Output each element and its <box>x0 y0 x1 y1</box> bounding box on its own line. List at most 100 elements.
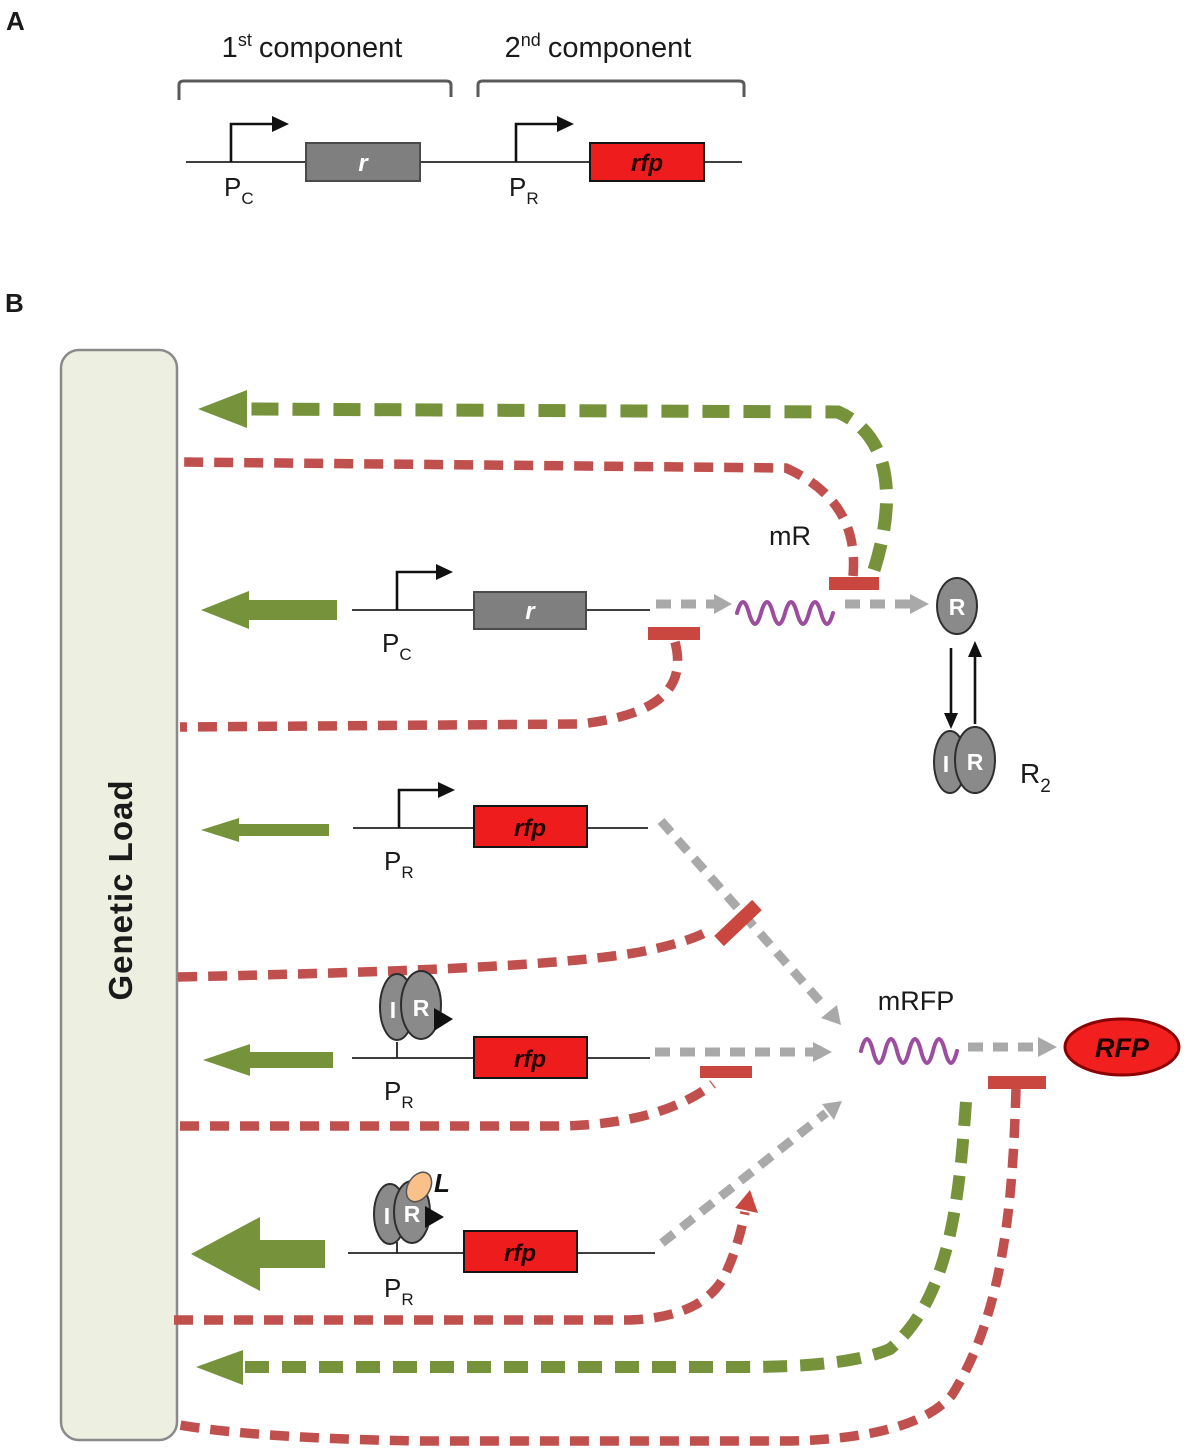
protein-r-ellipse <box>936 577 978 635</box>
burden-arrow-mr-green <box>198 390 894 572</box>
gene-r-label: r <box>358 150 369 177</box>
inhibition-bar-icon <box>700 1066 752 1078</box>
gene-rfp-label: rfp <box>514 815 546 842</box>
component-2-bracket <box>476 79 746 97</box>
dimer-left-letter: I <box>384 1203 390 1229</box>
ligand-l-ellipse <box>405 1171 433 1203</box>
promoter-pr-label: PR <box>384 846 414 882</box>
dashed-gray-line <box>659 1109 829 1247</box>
dashed-red-line <box>177 925 713 982</box>
mrfp-label: mRFP <box>878 986 955 1016</box>
promoter-arrowhead-icon <box>272 116 289 132</box>
mrna-mrfp-squiggle-icon <box>859 1037 959 1065</box>
inhibition-bar-icon <box>714 899 762 947</box>
gene-rfp-box <box>473 805 588 848</box>
mr-label: mR <box>769 521 811 551</box>
inhibition-load-to-translation-rfp <box>173 1076 1046 1446</box>
dimer-right-letter: R <box>967 749 984 775</box>
cassette-1: PC r <box>201 564 650 664</box>
dashed-green-line <box>245 402 894 572</box>
inhibition-bar-icon <box>829 577 879 590</box>
dashed-red-line <box>173 1088 1021 1446</box>
dimer-left-letter: I <box>943 751 949 777</box>
dashed-gray-line <box>657 818 828 1009</box>
promoter-pr-label: PR <box>509 172 539 208</box>
gene-rfp-label: rfp <box>631 150 663 177</box>
rfp-letter: RFP <box>1095 1033 1150 1063</box>
up-arrowhead-icon <box>968 641 982 657</box>
panel-a-label: A <box>6 6 25 36</box>
dimerization-arrows <box>944 641 982 729</box>
cassette-4: I R L PR rfp <box>191 1168 655 1309</box>
dimer-right-ellipse <box>400 970 442 1040</box>
gray-arrowhead-icon <box>822 1101 842 1120</box>
translation-arrow-rfp <box>968 1037 1057 1057</box>
inhibition-bar-icon <box>988 1076 1046 1089</box>
gene-rfp-label: rfp <box>514 1046 546 1073</box>
dimer-right-letter: R <box>404 1201 421 1227</box>
transcription-arrow-rfp-3 <box>659 1101 842 1247</box>
r2-label: R2 <box>1020 758 1051 797</box>
promoter-pc-label: PC <box>382 628 412 664</box>
promoter-pr-label: PR <box>384 1273 414 1309</box>
panel-b-label: B <box>5 288 24 318</box>
dimer-right-ellipse <box>954 726 996 794</box>
expression-arrow-icon <box>201 818 329 842</box>
gene-r-box <box>305 142 421 182</box>
promoter-arrow-icon <box>514 122 557 162</box>
inhibition-load-to-transcription-r <box>179 627 700 732</box>
transcription-arrow-r <box>656 594 732 614</box>
dashed-red-line <box>174 1211 750 1325</box>
green-arrowhead-icon <box>196 1350 243 1385</box>
gene-rfp-box <box>463 1230 578 1273</box>
expression-arrow-icon <box>191 1217 325 1291</box>
inhibition-bar-icon <box>648 627 700 640</box>
component-1-bracket <box>177 79 453 100</box>
translation-arrow-r <box>845 594 929 614</box>
inhibition-load-to-transcription-rfp-1 <box>177 899 762 982</box>
promoter-pr-label: PR <box>384 1076 414 1112</box>
load-effect-arrow-red <box>174 1190 758 1325</box>
promoter-pc: PC <box>224 116 289 208</box>
mrna-mr-squiggle-icon <box>735 600 835 626</box>
promoter-arrow-icon <box>397 788 438 828</box>
gene-r-box <box>473 591 587 630</box>
transcription-arrow-rfp-2 <box>655 1042 832 1062</box>
protein-r-letter: R <box>949 594 966 620</box>
promoter-arrowhead-icon <box>438 782 455 798</box>
expression-arrow-icon <box>203 1044 333 1076</box>
gray-arrowhead-icon <box>910 594 929 614</box>
expression-arrow-icon <box>201 591 337 629</box>
inhibition-load-to-mr <box>179 457 879 590</box>
gene-rfp-cassette: rfp <box>589 142 705 182</box>
transcription-start-arrowhead-icon <box>434 1008 453 1031</box>
protein-r: R <box>936 577 978 635</box>
gray-arrowhead-icon <box>821 1005 841 1025</box>
gene-rfp-box <box>473 1036 588 1079</box>
genetic-load-label: Genetic Load <box>102 779 139 1000</box>
dashed-red-line <box>180 1080 716 1131</box>
rfp-ellipse <box>1063 1017 1181 1077</box>
transcription-arrow-rfp-1 <box>657 818 841 1025</box>
transcription-start-arrowhead-icon <box>425 1206 444 1228</box>
genetic-load-box <box>59 348 179 1442</box>
gray-arrowhead-icon <box>813 1042 832 1062</box>
gene-rfp-label: rfp <box>504 1240 536 1267</box>
promoter-arrowhead-icon <box>436 564 453 580</box>
promoter-pc-label: PC <box>224 172 254 208</box>
promoter-pr: PR <box>509 116 574 208</box>
dashed-red-line <box>179 457 859 577</box>
promoter-arrow-icon <box>229 122 272 162</box>
dimer-r2: I R R2 <box>933 726 1051 797</box>
gene-rfp-box <box>589 142 705 182</box>
dashed-green-line <box>242 1101 972 1373</box>
burden-arrow-rfp-green <box>196 1101 972 1385</box>
gray-arrowhead-icon <box>714 594 732 614</box>
inhibition-load-to-transcription-rfp-2 <box>180 1066 752 1131</box>
ligand-l-label: L <box>434 1168 450 1198</box>
gray-arrowhead-icon <box>1038 1037 1057 1057</box>
